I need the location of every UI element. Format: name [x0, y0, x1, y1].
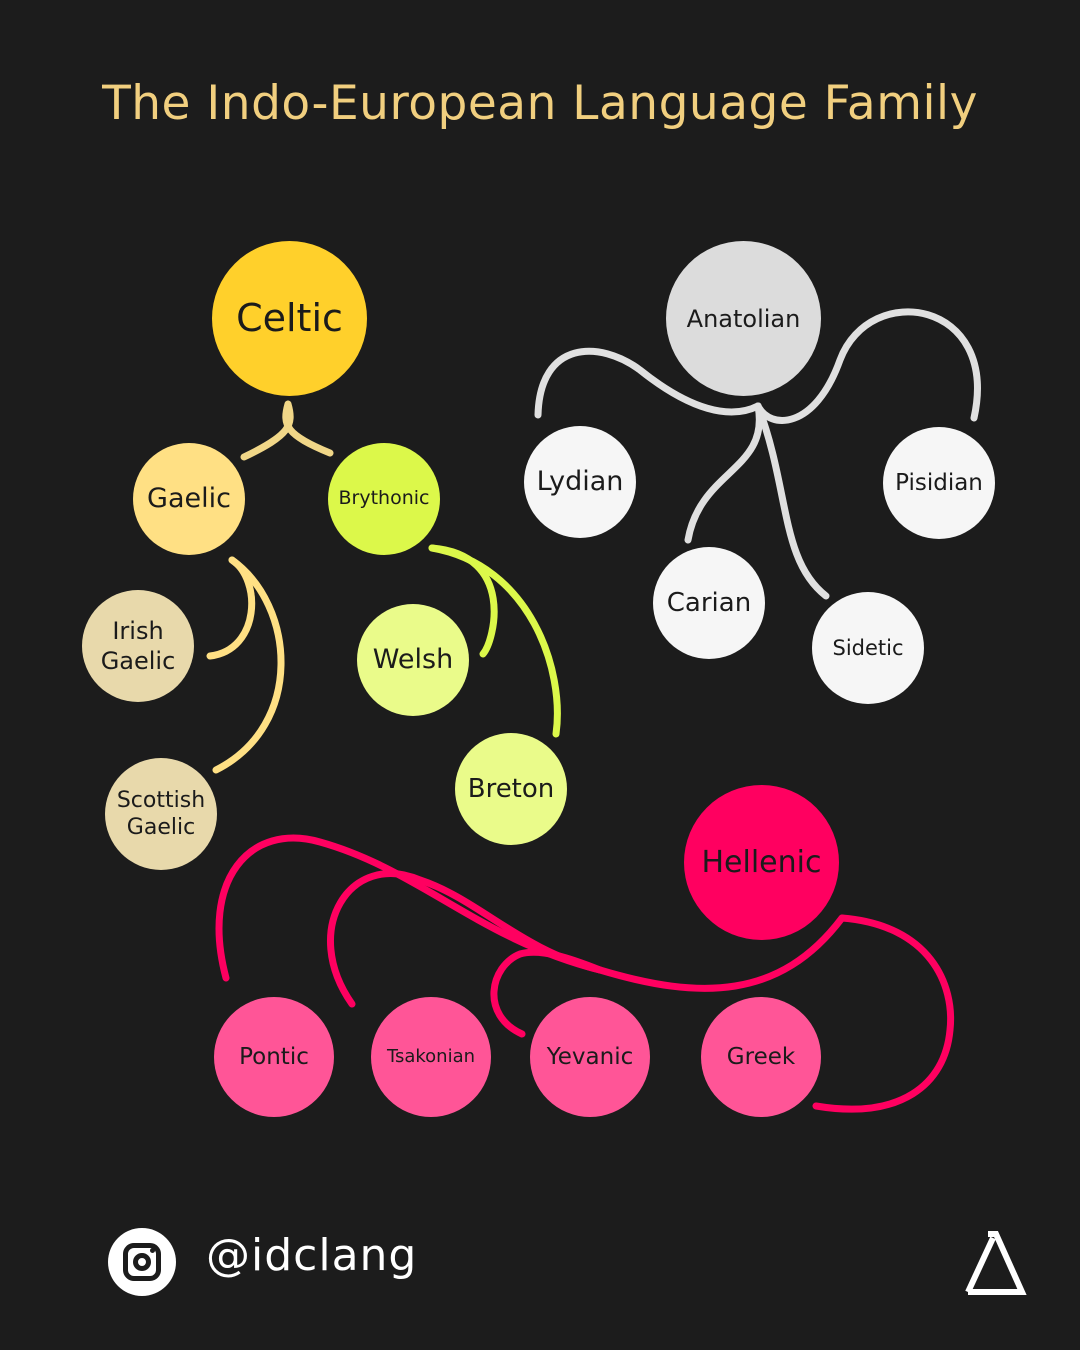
- anatolian-lydian-connector: [534, 347, 762, 419]
- hellenic-greek-connector: [812, 914, 955, 1113]
- instagram-icon-dot: [150, 1248, 155, 1253]
- node-irish-gaelic-label: Irish Gaelic: [100, 617, 176, 675]
- node-gaelic: Gaelic: [133, 443, 245, 555]
- node-scottish-gaelic: Scottish Gaelic: [105, 758, 217, 870]
- hellenic-trunk-connector: [215, 834, 846, 992]
- node-tsakonian-label: Tsakonian: [386, 1045, 476, 1067]
- node-pontic: Pontic: [214, 997, 334, 1117]
- node-anatolian-label: Anatolian: [686, 304, 801, 333]
- node-gaelic-label: Gaelic: [147, 483, 231, 515]
- brythonic-breton-connector: [428, 544, 561, 738]
- node-breton-label: Breton: [467, 773, 555, 804]
- hellenic-tsakonian-connector: [327, 870, 604, 1008]
- node-anatolian: Anatolian: [666, 241, 821, 396]
- social-handle[interactable]: @idclang: [206, 1230, 418, 1281]
- page-title: The Indo-European Language Family: [102, 76, 978, 131]
- node-breton: Breton: [455, 733, 567, 845]
- node-sidetic: Sidetic: [812, 592, 924, 704]
- node-brythonic: Brythonic: [328, 443, 440, 555]
- node-welsh-label: Welsh: [372, 644, 454, 676]
- node-yevanic: Yevanic: [530, 997, 650, 1117]
- node-tsakonian: Tsakonian: [371, 997, 491, 1117]
- gaelic-scottish-connector: [212, 556, 285, 774]
- instagram-icon-frame: [123, 1243, 161, 1281]
- node-pisidian-label: Pisidian: [895, 469, 983, 496]
- node-pontic-label: Pontic: [239, 1043, 309, 1070]
- node-greek: Greek: [701, 997, 821, 1117]
- instagram-icon-lens: [133, 1253, 151, 1271]
- node-irish-gaelic: Irish Gaelic: [82, 590, 194, 702]
- node-greek-label: Greek: [726, 1043, 796, 1070]
- node-hellenic-label: Hellenic: [701, 844, 822, 880]
- node-lydian: Lydian: [524, 426, 636, 538]
- node-hellenic: Hellenic: [684, 785, 839, 940]
- node-celtic-label: Celtic: [236, 295, 343, 340]
- hellenic-yevanic-connector: [490, 948, 604, 1038]
- anatolian-pisidian-connector: [754, 308, 981, 424]
- node-pisidian: Pisidian: [883, 427, 995, 539]
- node-welsh: Welsh: [357, 604, 469, 716]
- node-carian: Carian: [653, 547, 765, 659]
- node-carian-label: Carian: [666, 587, 752, 618]
- node-scottish-gaelic-label: Scottish Gaelic: [116, 787, 206, 841]
- node-lydian-label: Lydian: [536, 466, 624, 498]
- celtic-connector: [240, 400, 334, 461]
- node-yevanic-label: Yevanic: [546, 1043, 634, 1070]
- node-celtic: Celtic: [212, 241, 367, 396]
- node-brythonic-label: Brythonic: [338, 487, 430, 510]
- anatolian-sidetic-connector: [754, 402, 830, 600]
- anatolian-carian-connector: [684, 402, 763, 544]
- delta-logo: [965, 1231, 1027, 1295]
- node-sidetic-label: Sidetic: [832, 635, 904, 660]
- instagram-icon[interactable]: [108, 1228, 176, 1296]
